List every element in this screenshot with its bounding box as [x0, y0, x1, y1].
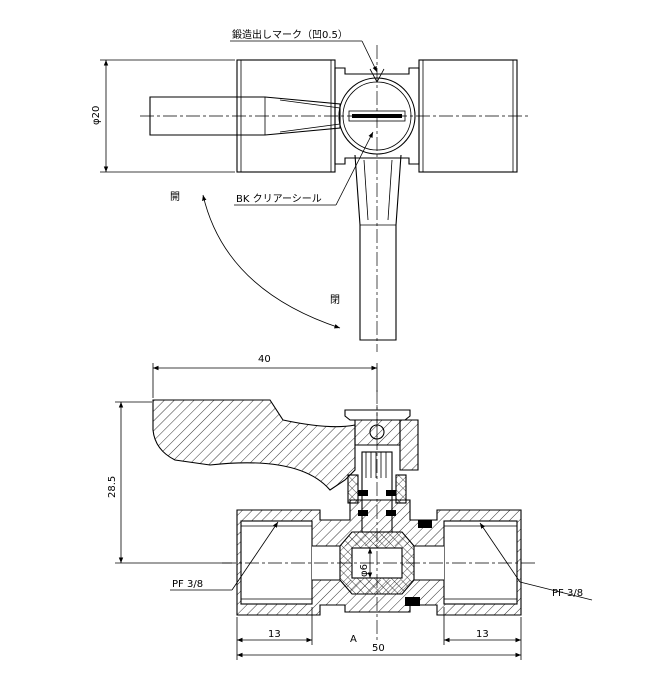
diameter-20-label: φ20: [91, 106, 102, 125]
section-view: φ6 40 28.5 PF 3/8 PF 3/8 13 13 A 50: [107, 354, 593, 660]
dim-40-label: 40: [258, 354, 271, 365]
dim-13-right-label: 13: [476, 629, 489, 640]
open-label: 開: [170, 191, 180, 203]
lever-section: [152, 399, 356, 491]
forging-mark-label: 鍛造出しマーク（凹0.5）: [232, 28, 348, 41]
pf-left-label: PF 3/8: [172, 579, 203, 590]
top-center-body: [334, 67, 420, 165]
handle-cap: [344, 409, 411, 421]
rotation-arc: [202, 194, 341, 329]
closed-label: 閉: [330, 294, 340, 306]
lever-closed: [354, 154, 402, 341]
seal-label: BK クリアーシール: [236, 193, 322, 205]
top-view: φ20 鍛造出しマーク（凹0.5） BK クリアーシール 開 閉: [91, 28, 530, 352]
section-a-label: A: [350, 634, 357, 645]
pf-right-label: PF 3/8: [552, 588, 583, 599]
diameter-6-label: φ6: [359, 564, 370, 577]
dim-50-label: 50: [372, 643, 385, 654]
dim-28-5-label: 28.5: [107, 476, 118, 498]
dim-13-left-label: 13: [268, 629, 281, 640]
stem-knurl: [365, 452, 387, 478]
